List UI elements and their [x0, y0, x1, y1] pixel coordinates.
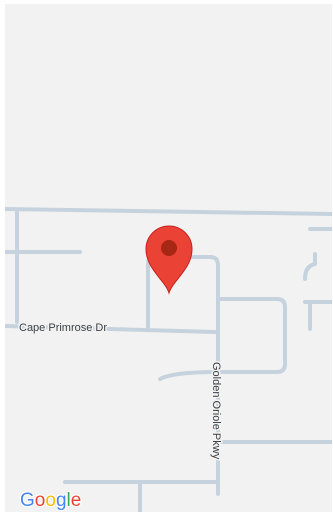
- logo-letter: G: [20, 490, 35, 511]
- road-right-loop: [216, 297, 287, 374]
- map-pin-icon[interactable]: [145, 225, 193, 295]
- map-pin-dot: [161, 240, 177, 256]
- road-cape-primrose: [5, 324, 217, 334]
- map-canvas[interactable]: Cape Primrose Dr Golden Oriole Pkwy Goog…: [5, 4, 332, 512]
- google-logo[interactable]: Google: [19, 489, 82, 512]
- street-label-golden-oriole-pkwy: Golden Oriole Pkwy: [210, 362, 222, 460]
- map-pin-body: [145, 225, 193, 295]
- logo-letter: l: [67, 490, 71, 511]
- road-lower-curve: [158, 370, 220, 381]
- logo-letter: o: [45, 490, 56, 511]
- logo-letter: g: [56, 490, 67, 511]
- road-far-right-vertical: [303, 252, 317, 281]
- street-label-cape-primrose-dr: Cape Primrose Dr: [19, 322, 107, 334]
- road-top-horizontal: [5, 207, 332, 216]
- map-view[interactable]: Cape Primrose Dr Golden Oriole Pkwy Goog…: [5, 4, 332, 512]
- logo-letter: e: [71, 490, 82, 511]
- logo-letter: o: [35, 490, 46, 511]
